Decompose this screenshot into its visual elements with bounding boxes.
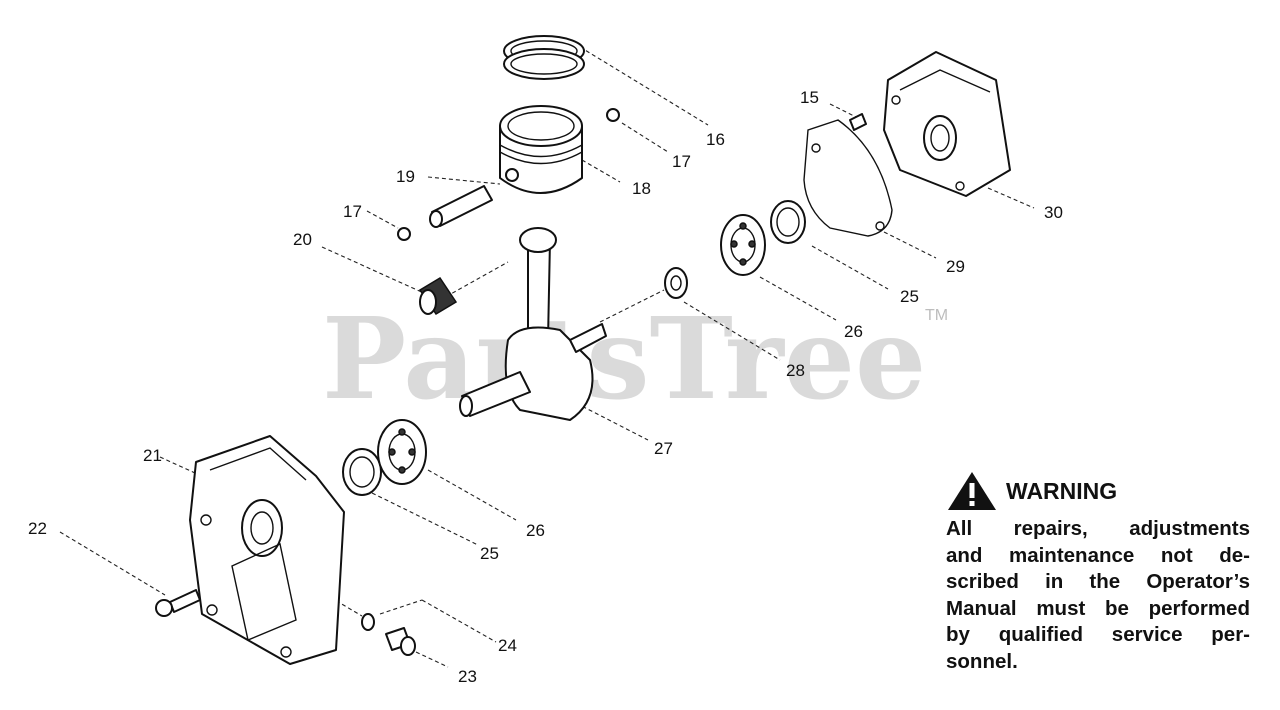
- callout-27: 27: [654, 439, 673, 458]
- screw: [155, 589, 201, 617]
- callout-numbers: 16 17 18 19 17 20 15 30 29 25 26 28 27 2…: [28, 88, 1063, 686]
- callout-20: 20: [293, 230, 312, 249]
- callout-26-lower: 26: [526, 521, 545, 540]
- watermark-text: PartsTree: [322, 294, 926, 425]
- callout-26-upper: 26: [844, 322, 863, 341]
- oil-seal-lower: [342, 448, 382, 496]
- warning-title: WARNING: [1006, 477, 1118, 504]
- callout-23: 23: [458, 667, 477, 686]
- callout-21: 21: [143, 446, 162, 465]
- piston-rings: [503, 35, 585, 80]
- watermark-tm: TM: [925, 307, 948, 324]
- warning-line-6: sonnel.: [946, 649, 1018, 673]
- callout-29: 29: [946, 257, 965, 276]
- sealing-washer: [361, 613, 375, 631]
- oil-seal-upper: [770, 200, 806, 244]
- callout-28: 28: [786, 361, 805, 380]
- dowel-pin: [849, 113, 867, 131]
- needle-bearing: [418, 276, 458, 316]
- callout-16: 16: [706, 130, 725, 149]
- callout-30: 30: [1044, 203, 1063, 222]
- gasket: [803, 119, 893, 237]
- warning-triangle-icon: [948, 472, 996, 510]
- callout-25-upper: 25: [900, 287, 919, 306]
- callout-15: 15: [800, 88, 819, 107]
- callout-22: 22: [28, 519, 47, 538]
- crankcase-right: [883, 51, 1011, 197]
- piston: [499, 105, 583, 194]
- warning-line-2: and maintenance not de-: [946, 543, 1250, 567]
- callout-17-lower: 17: [343, 202, 362, 221]
- warning-line-4: Manual must be performed: [946, 596, 1250, 620]
- warning-header: WARNING: [946, 470, 1250, 512]
- crankcase-left: [189, 435, 345, 665]
- callout-17-upper: 17: [672, 152, 691, 171]
- warning-line-1: All repairs, adjustments: [946, 517, 1250, 540]
- crankshaft: [459, 227, 607, 421]
- circlips: [397, 108, 620, 241]
- wrist-pin: [429, 185, 493, 228]
- callout-19: 19: [396, 167, 415, 186]
- callout-25-lower: 25: [480, 544, 499, 563]
- callout-18: 18: [632, 179, 651, 198]
- callout-24: 24: [498, 636, 517, 655]
- warning-line-3: scribed in the Operator’s: [946, 570, 1250, 593]
- ball-bearing-upper: [720, 214, 766, 276]
- ball-bearing-lower: [377, 419, 427, 485]
- warning-notice: WARNING All repairs, adjustments and mai…: [946, 470, 1250, 675]
- warning-line-5: by qualified service per-: [946, 623, 1250, 646]
- thrust-washer: [664, 267, 688, 299]
- drain-bolt: [385, 627, 416, 656]
